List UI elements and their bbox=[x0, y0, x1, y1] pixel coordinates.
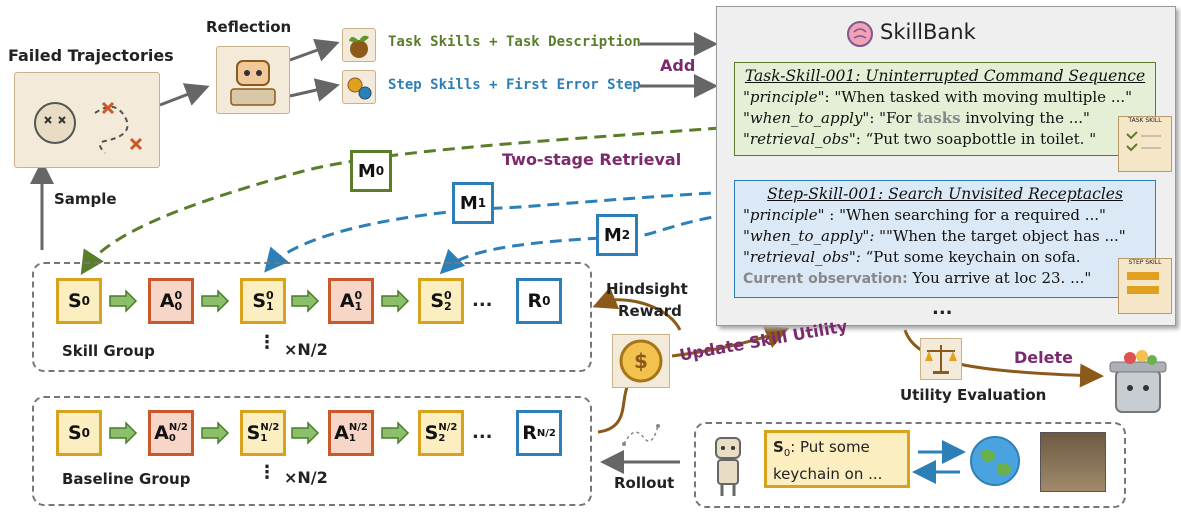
svg-text:$: $ bbox=[634, 349, 648, 373]
task-skills-text: Task Skills + Task Description bbox=[388, 34, 641, 50]
add-label: Add bbox=[660, 56, 696, 75]
arrow-reflection-to-task bbox=[289, 38, 340, 62]
utility-evaluation-label: Utility Evaluation bbox=[900, 386, 1047, 404]
task-skill-when: "when_to_apply": "For tasks involving th… bbox=[743, 109, 1090, 127]
skill-group-dots: ... bbox=[472, 290, 493, 311]
sample-label: Sample bbox=[54, 190, 117, 208]
failed-trajectory-icon bbox=[14, 72, 160, 168]
skill-group-container bbox=[32, 262, 592, 372]
step-arrow bbox=[201, 289, 230, 313]
task-skill-sprout-icon bbox=[342, 28, 376, 62]
hindsight-label: Hindsight bbox=[606, 280, 688, 298]
baseline-group-times: ×N/2 bbox=[284, 468, 328, 487]
step-arrow bbox=[381, 421, 410, 445]
step-skill-principle: "principle" : "When searching for a requ… bbox=[743, 206, 1106, 224]
coin-icon: $ bbox=[612, 334, 670, 388]
arrow-reflection-to-step bbox=[289, 78, 340, 102]
skill-group-label: Skill Group bbox=[62, 342, 155, 360]
baseline-group-vdots: ⋮ bbox=[258, 462, 276, 483]
step-skill-when: "when_to_apply": ""When the target objec… bbox=[743, 227, 1126, 245]
task-skill-principle: "principle": "When tasked with moving mu… bbox=[743, 88, 1133, 106]
reward-arrow-bottom bbox=[597, 384, 630, 434]
step-skill-observation: Current observation: You arrive at loc 2… bbox=[743, 269, 1092, 287]
baseline-group-dots: ... bbox=[472, 422, 493, 443]
brain-icon bbox=[846, 20, 874, 48]
delete-label: Delete bbox=[1014, 348, 1073, 367]
step-skills-text: Step Skills + First Error Step bbox=[388, 77, 641, 93]
skill-group-times: ×N/2 bbox=[284, 340, 328, 359]
step-skill-retrieval: "retrieval_obs": “Put some keychain on s… bbox=[743, 248, 1081, 266]
skillbank-ellipsis: ... bbox=[932, 298, 953, 319]
step-arrow bbox=[201, 421, 230, 445]
baseline-group-label: Baseline Group bbox=[62, 470, 191, 488]
task-skill-retrieval: "retrieval_obs": “Put two soapbottle in … bbox=[743, 130, 1097, 148]
room-scene-image bbox=[1040, 432, 1106, 492]
step-skill-scroll-icon: STEP SKILL bbox=[1118, 258, 1172, 314]
step-skill-card: Step-Skill-001: Search Unvisited Recepta… bbox=[734, 180, 1156, 298]
scales-icon bbox=[920, 338, 962, 380]
step-arrow bbox=[109, 289, 138, 313]
robot-agent-icon bbox=[708, 430, 748, 500]
environment-container bbox=[694, 422, 1126, 508]
rollout-scatter-icon bbox=[620, 420, 660, 450]
update-utility-arrow bbox=[671, 325, 790, 358]
step-arrows bbox=[109, 289, 410, 445]
step-arrow bbox=[291, 289, 320, 313]
task-skill-card: Task-Skill-001: Uninterrupted Command Se… bbox=[734, 62, 1156, 156]
step-skill-gears-icon bbox=[342, 70, 376, 104]
reflection-label: Reflection bbox=[206, 18, 292, 36]
reward-label: Reward bbox=[618, 302, 682, 320]
task-skill-tag: TASK SKILL bbox=[1128, 117, 1162, 124]
env-state-box: S0: Put some keychain on ... bbox=[764, 430, 910, 488]
retrieval-arrow-m1 bbox=[264, 190, 731, 273]
baseline-group-container bbox=[32, 396, 592, 506]
step-skill-tag: STEP SKILL bbox=[1128, 259, 1162, 266]
arrow-failed-to-reflection bbox=[159, 83, 210, 107]
task-skill-scroll-icon: TASK SKILL bbox=[1118, 116, 1172, 172]
step-arrow bbox=[381, 289, 410, 313]
step-arrow bbox=[291, 421, 320, 445]
failed-trajectories-label: Failed Trajectories bbox=[8, 46, 174, 65]
step-skill-header: Step-Skill-001: Search Unvisited Recepta… bbox=[767, 185, 1123, 203]
task-skill-header: Task-Skill-001: Uninterrupted Command Se… bbox=[744, 67, 1146, 85]
reward-arrow-top bbox=[592, 287, 682, 331]
skill-group-vdots: ⋮ bbox=[258, 332, 276, 353]
retrieval-arrow-m0 bbox=[80, 126, 721, 276]
skillbank-title: SkillBank bbox=[880, 20, 976, 44]
step-arrow bbox=[109, 421, 138, 445]
two-stage-retrieval-label: Two-stage Retrieval bbox=[502, 150, 682, 169]
globe-icon bbox=[968, 434, 1022, 488]
rollout-label: Rollout bbox=[614, 474, 675, 492]
reflection-robot-icon bbox=[216, 46, 290, 114]
trash-can-icon bbox=[1100, 346, 1176, 416]
